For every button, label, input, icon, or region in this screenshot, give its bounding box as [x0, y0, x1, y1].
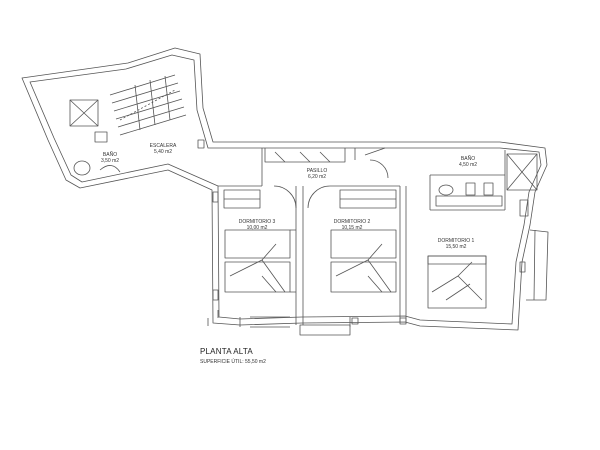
partition-walls: [218, 148, 506, 325]
bed-dorm1: [427, 255, 487, 309]
outer-wall: [21, 47, 548, 331]
sink: [73, 160, 91, 176]
balcony: [526, 229, 549, 301]
shower-right: [506, 153, 538, 191]
plan-title: PLANTA ALTA: [200, 347, 253, 356]
inner-wall: [29, 54, 542, 325]
door-swing: [217, 159, 389, 318]
vanity: [435, 195, 503, 207]
shower-tray: [69, 99, 99, 127]
bed-dorm3: [224, 229, 296, 293]
bed-dorm2: [330, 229, 397, 293]
stair-flight: [109, 74, 187, 136]
bidet-right: [483, 182, 494, 196]
corridor-wardrobe: [264, 148, 346, 163]
sink-right: [438, 184, 454, 196]
toilet: [94, 131, 108, 143]
toilet-right: [465, 182, 476, 196]
plan-surface-label: SUPERFICIE ÚTIL: 55,50 m2: [200, 359, 266, 365]
